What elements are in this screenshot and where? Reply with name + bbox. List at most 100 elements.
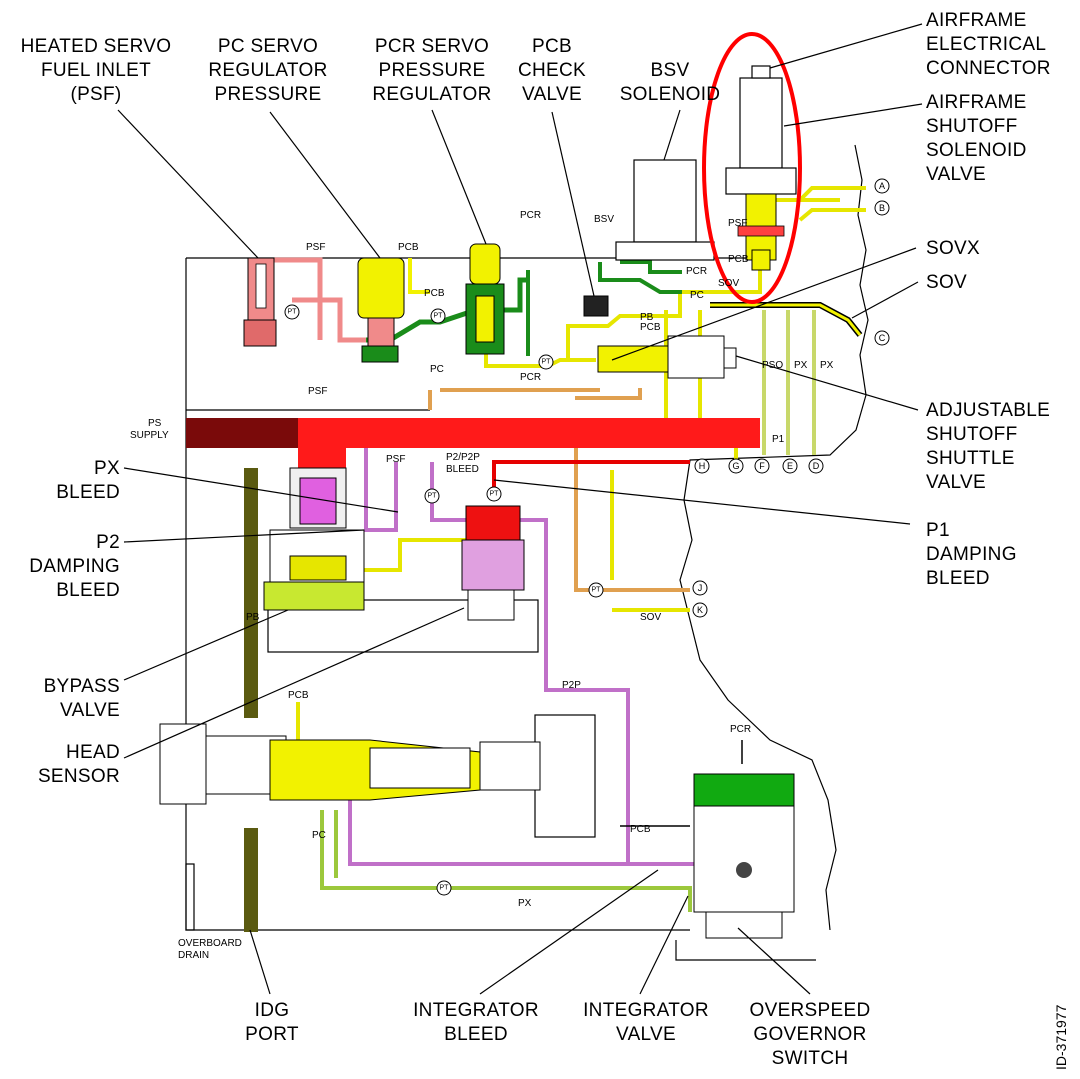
line-label-pcb-pb: PCB — [640, 322, 661, 333]
pt-marker-label-6: PT — [592, 587, 602, 594]
p1-line — [298, 418, 760, 448]
line-label-pb: PB — [640, 312, 654, 323]
line-label-pcr-sol: PCR — [686, 266, 707, 277]
line-label-pcb-sov: PCB — [728, 254, 749, 265]
line-label-psf-bottom: PSF — [308, 386, 327, 397]
pt-marker-4 — [424, 488, 440, 504]
line-label-pc: PC — [430, 364, 444, 375]
port-circle-a — [874, 178, 890, 194]
pt-marker-label-7: PT — [440, 885, 450, 892]
integrator-assembly — [159, 723, 541, 805]
line-label-overboard: OVERBOARD — [178, 938, 242, 949]
line-labels: PSF PSF PCB PCB PC PCR PCR BSV PCR PC PS… — [130, 210, 834, 961]
port-circle-g — [728, 458, 744, 474]
bypass-valve — [263, 467, 365, 611]
line-label-pc-bottom: PC — [312, 830, 326, 841]
line-label-sov-mid: SOV — [640, 612, 661, 623]
label-sov: SOV — [926, 272, 967, 293]
line-label-p1: P1 — [772, 434, 785, 445]
airframe-shutoff-solenoid-valve — [725, 65, 797, 271]
line-label-psf-sov: PSF — [728, 218, 747, 229]
fluid-lines — [186, 186, 866, 932]
port-letter-e: E — [787, 461, 793, 471]
line-label-pcb-bottom: PCB — [288, 690, 309, 701]
line-label-pb-left: PB — [246, 612, 260, 623]
port-circle-j — [692, 580, 708, 596]
pt-marker-3 — [538, 354, 554, 370]
adjustable-shutoff-shuttle-valve — [597, 335, 737, 379]
pcb-check-valve — [583, 295, 609, 317]
port-letter-c: C — [879, 333, 886, 343]
port-letter-f: F — [759, 461, 765, 471]
line-label-pc-sol: PC — [690, 290, 704, 301]
bsv-solenoid — [615, 159, 715, 261]
pt-marker-label-3: PT — [542, 359, 552, 366]
p2p-line — [430, 462, 470, 522]
port-letter-h: H — [699, 461, 706, 471]
line-label-psf-top: PSF — [306, 242, 325, 253]
line-label-pcb-gov: PCB — [630, 824, 651, 835]
line-label-px2: PX — [820, 360, 834, 371]
pcr-servo-pressure-regulator — [465, 243, 505, 355]
line-label-pcr-gov: PCR — [730, 724, 751, 735]
line-label-drain: DRAIN — [178, 950, 209, 961]
pt-marker-label-4: PT — [428, 493, 438, 500]
pt-marker-6 — [588, 582, 604, 598]
port-circle-f — [754, 458, 770, 474]
line-label-p2-bleed: P2/P2P — [446, 452, 480, 463]
pt-marker-1 — [284, 304, 300, 320]
line-label-ps: PS — [148, 418, 162, 429]
ps-supply-channel — [186, 418, 298, 448]
pb-channel — [244, 468, 258, 718]
line-label-supply: SUPPLY — [130, 430, 169, 441]
highlight-ellipse — [702, 32, 802, 304]
pt-marker-5 — [486, 486, 502, 502]
line-label-sov-tag: SOV — [718, 278, 739, 289]
line-label-bsv: BSV — [594, 214, 614, 225]
line-label-bleed: BLEED — [446, 464, 479, 475]
port-letter-g: G — [732, 461, 739, 471]
document-id: ID-371977 — [1053, 1004, 1069, 1070]
port-letter-k: K — [697, 605, 703, 615]
label-sovx: SOVX — [926, 238, 980, 259]
line-label-px1: PX — [794, 360, 808, 371]
pc-servo-regulator — [357, 257, 405, 363]
sov-line — [710, 302, 863, 337]
port-circle-e — [782, 458, 798, 474]
line-label-p2p: P2P — [562, 680, 581, 691]
pcb-line — [408, 258, 430, 294]
port-circle-k — [692, 602, 708, 618]
components — [159, 65, 797, 939]
port-letter-j: J — [698, 583, 703, 593]
line-label-px-bottom: PX — [518, 898, 532, 909]
heated-servo-fuel-inlet — [243, 257, 277, 347]
line-label-pcr-up: PCR — [520, 210, 541, 221]
port-circle-h — [694, 458, 710, 474]
port-letter-b: B — [879, 203, 885, 213]
head-sensor — [461, 505, 525, 621]
line-label-pso: PSO — [762, 360, 783, 371]
line-label-pcb-top: PCB — [398, 242, 419, 253]
pt-marker-2 — [430, 308, 446, 324]
line-label-psf-mid: PSF — [386, 454, 405, 465]
pt-marker-label-2: PT — [434, 313, 444, 320]
port-letter-d: D — [813, 461, 820, 471]
